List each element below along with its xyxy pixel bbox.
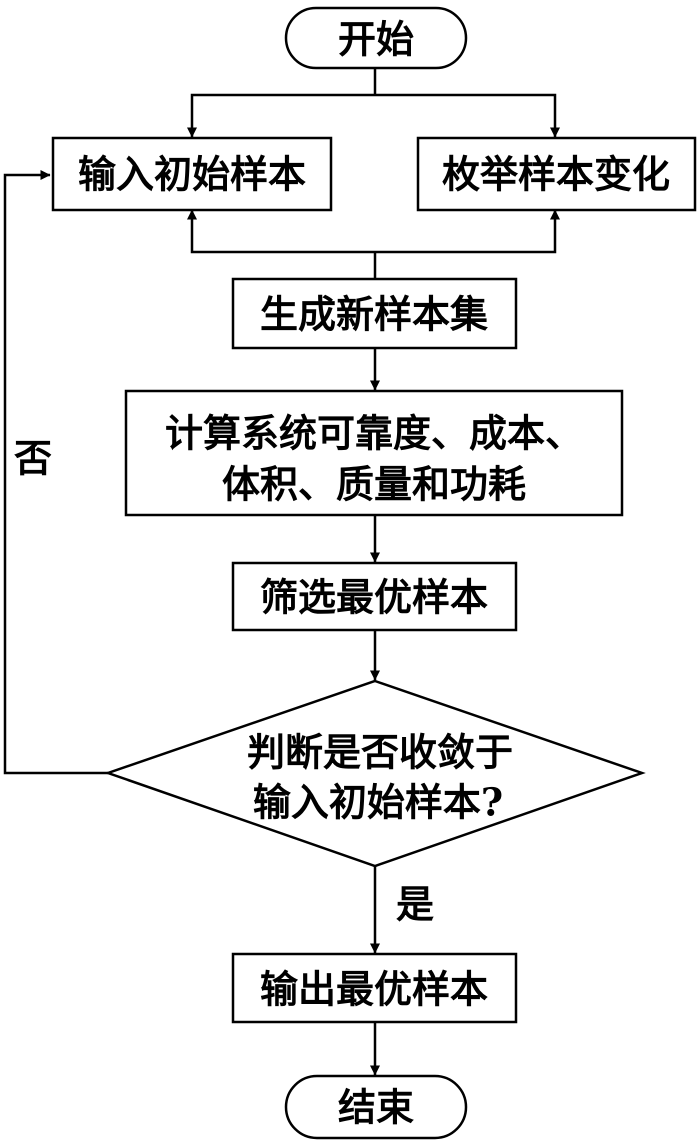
decision-label-line2: 输入初始样本? — [253, 780, 503, 825]
output-best-label: 输出最优样本 — [260, 967, 488, 1012]
no-branch-label: 否 — [14, 436, 52, 481]
generate-set-label: 生成新样本集 — [260, 292, 488, 337]
input-initial-box — [51, 136, 333, 212]
enumerate-changes-box — [416, 136, 697, 212]
edge-decision-no-loop — [3, 170, 108, 775]
convergence-decision — [104, 679, 646, 868]
decision-label-line1: 判断是否收敛于 — [247, 730, 513, 775]
calculate-label-line1: 计算系统可靠度、成本、 — [165, 411, 583, 456]
generate-set-box — [231, 277, 518, 350]
calculate-box — [124, 389, 624, 517]
select-best-label: 筛选最优样本 — [260, 575, 488, 620]
edge-join-to-enumerate — [375, 209, 560, 254]
yes-branch-label: 是 — [396, 882, 434, 927]
edge-join-to-input — [187, 209, 375, 254]
end-label: 结束 — [338, 1085, 414, 1130]
end-terminal — [284, 1074, 468, 1140]
start-label: 开始 — [338, 17, 414, 62]
edge-split-to-enumerate — [375, 93, 560, 138]
connectors — [3, 68, 560, 1076]
output-best-box — [231, 952, 518, 1024]
select-best-box — [231, 561, 518, 632]
calculate-label-line2: 体积、质量和功耗 — [222, 462, 526, 507]
enumerate-changes-label: 枚举样本变化 — [442, 152, 670, 197]
start-terminal — [284, 6, 468, 70]
input-initial-label: 输入初始样本 — [78, 152, 306, 197]
edge-split-to-input — [187, 93, 375, 138]
